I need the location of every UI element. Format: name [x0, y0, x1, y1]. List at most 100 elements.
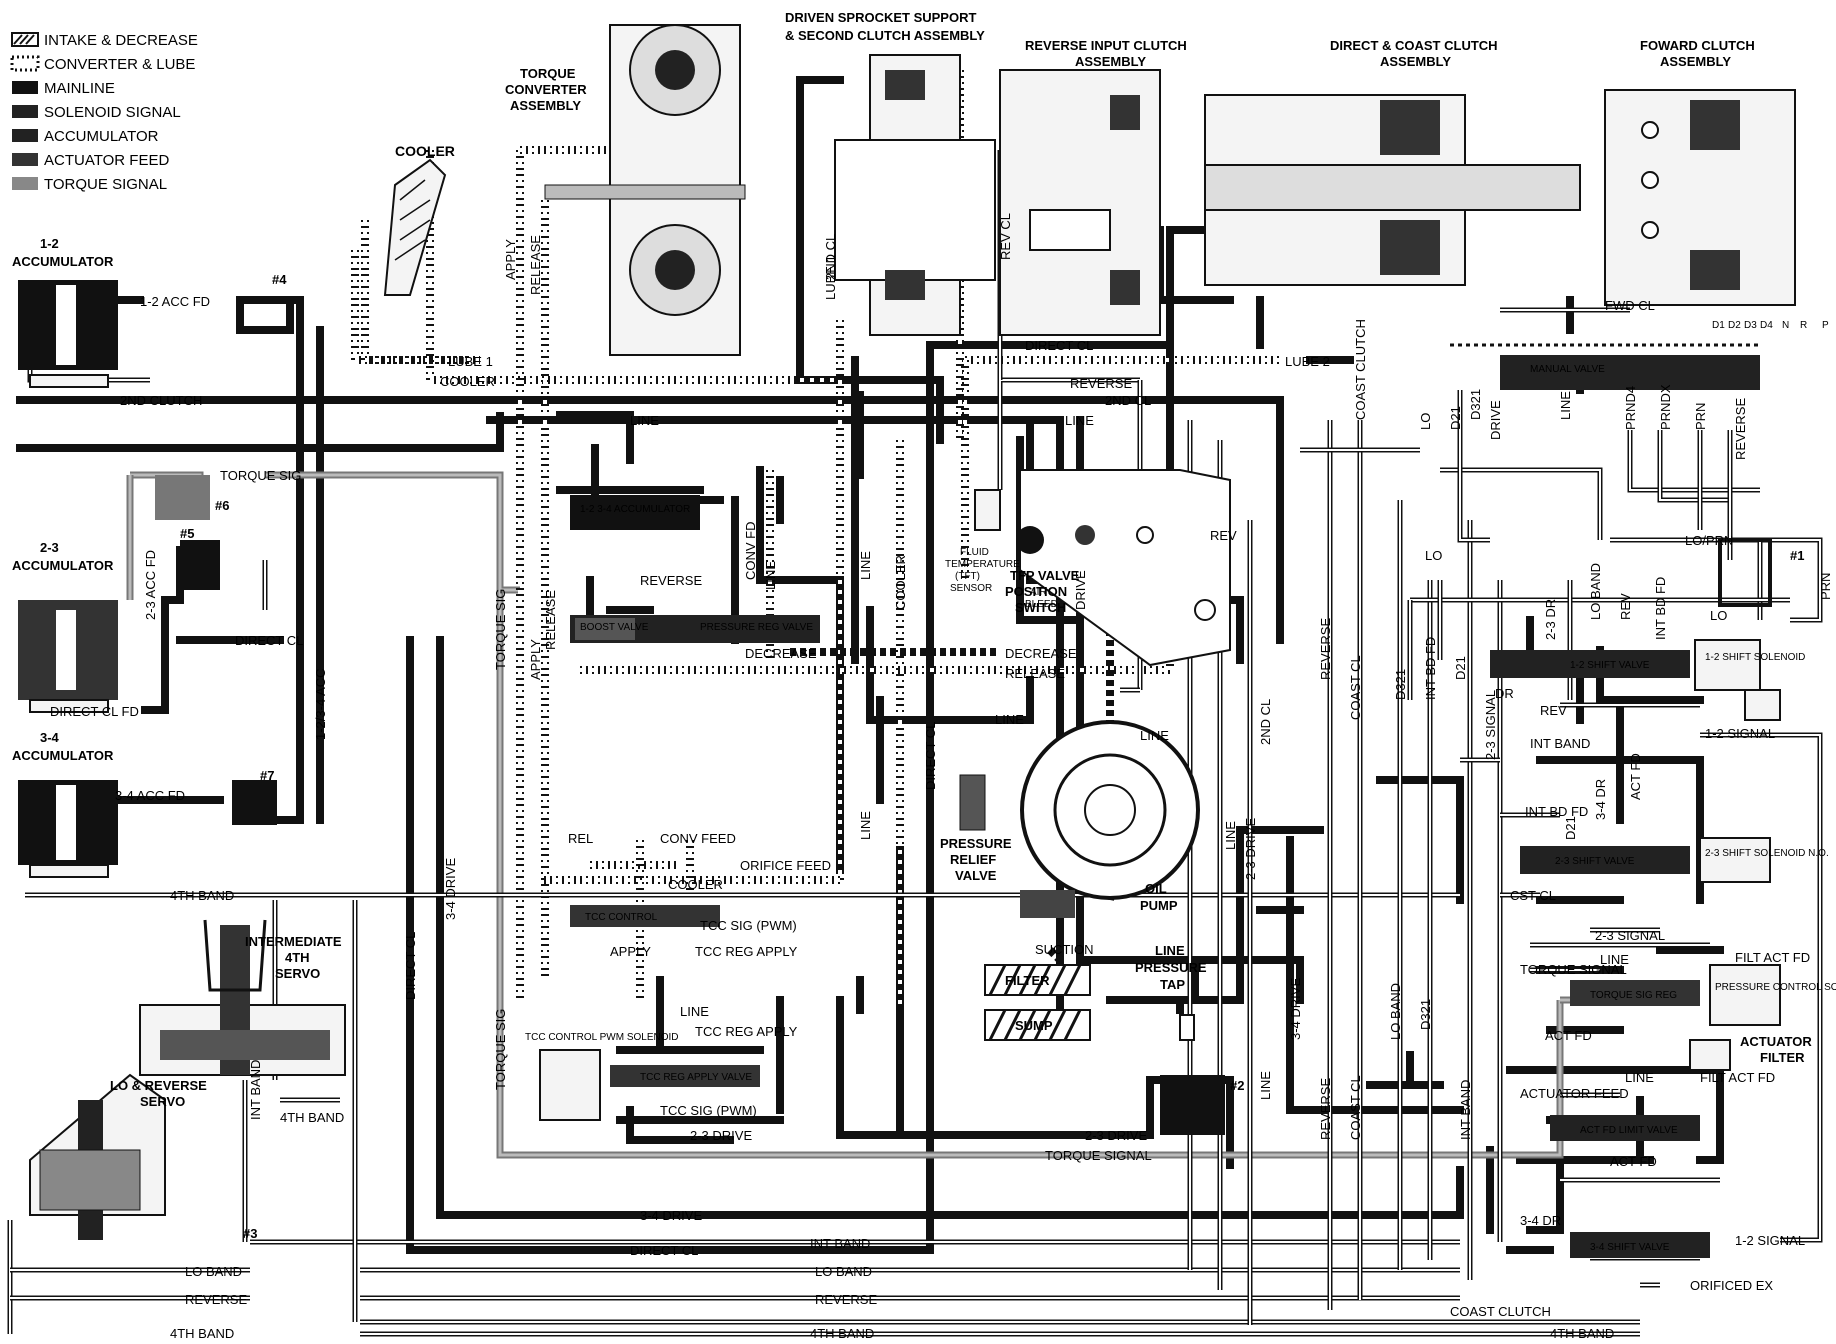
passage-line: LINE	[630, 413, 659, 428]
cooler	[383, 158, 447, 296]
label-torque-sig-reg: TORQUE SIG REG	[1590, 990, 1677, 1001]
legend-actuator: ACTUATOR FEED	[44, 152, 169, 169]
passage-direct-cl-low: DIRECT CL	[630, 1243, 698, 1258]
vlabel-d21-top: D21	[1448, 406, 1463, 430]
passage-cooler: COOLER	[440, 374, 495, 389]
passage-direct-cl: DIRECT CL	[235, 633, 303, 648]
vlabel-line-tap: LINE	[1258, 1071, 1273, 1100]
passage-lo-band-left: LO BAND	[185, 1264, 242, 1279]
passage-filt-act-fd: FILT ACT FD	[1735, 950, 1810, 965]
passage-int-bd-fd: INT BD FD	[1525, 804, 1588, 819]
passage-acc34fd: 3-4 ACC FD	[115, 788, 185, 803]
vlabel-1234acc: 1-2/3-4 ACC	[313, 668, 328, 740]
passage-lo-2: LO	[1710, 608, 1727, 623]
vlabel-int-bd-fd: INT BD FD	[1423, 637, 1438, 700]
passage-reverse-top: REVERSE	[1070, 376, 1132, 391]
label-tcc-reg-apply: TCC REG APPLY VALVE	[640, 1072, 752, 1083]
vlabel-line-mid-2: LINE	[858, 551, 873, 580]
vlabel-int-band-left: INT BAND	[248, 1060, 263, 1120]
gear-d1: D1	[1712, 320, 1725, 331]
vlabel-23drive: 2-3 DRIVE	[1243, 818, 1258, 880]
vlabel-lo-band: LO BAND	[1388, 983, 1403, 1040]
vlabel-int-band: INT BAND	[1458, 1080, 1473, 1140]
checkball-1: #1	[1790, 548, 1804, 563]
intermediate-4th-servo	[139, 919, 346, 1076]
vlabel-torque-sig-2: TORQUE SIG	[493, 1009, 508, 1090]
passage-tcc-reg-apply: TCC REG APPLY	[695, 944, 798, 959]
checkball-6: #6	[215, 498, 229, 513]
forward-clutch	[1604, 89, 1796, 306]
passage-reverse-low: REVERSE	[815, 1292, 877, 1307]
vlabel-rev-cl: REV CL	[998, 213, 1013, 260]
vlabel-prndx: PRNDX	[1658, 384, 1673, 430]
passage-orificed-ex: ORIFICED EX	[1690, 1278, 1773, 1293]
passage-line-pump: LINE	[995, 712, 1024, 727]
passage-int-band-r: INT BAND	[1530, 736, 1590, 751]
passage-release: RELEASE	[1005, 666, 1065, 681]
label-pcs: PRESSURE CONTROL SOLENOID	[1715, 982, 1836, 993]
vlabel-reverse: REVERSE	[1318, 618, 1333, 680]
actuator-filter	[1689, 1039, 1731, 1071]
vlabel-dr-34: 3-4 DR	[1593, 779, 1608, 820]
label-driven-sprocket: DRIVEN SPROCKET SUPPORT& SECOND CLUTCH A…	[785, 10, 985, 43]
passage-23drive-2: 2-3 DRIVE	[1085, 1128, 1147, 1143]
lo-reverse-servo	[29, 1073, 166, 1240]
passage-tcc-sig-2: TCC SIG (PWM)	[660, 1103, 757, 1118]
shift-valve-23	[1520, 837, 1771, 883]
vlabel-direct-cl: DIRECT CL	[923, 722, 938, 790]
vlabel-drive: DRIVE	[1073, 570, 1088, 610]
reverse-input-clutch	[999, 69, 1161, 336]
passage-torque-signal: TORQUE SIGNAL	[1045, 1148, 1152, 1163]
passage-lube2: LUBE 2	[1285, 354, 1330, 369]
vlabel-release: RELEASE	[528, 235, 543, 295]
checkball-6-housing	[155, 475, 210, 520]
passage-cst-cl: CST CL	[1510, 888, 1556, 903]
torque-sig-reg-valve	[1570, 964, 1781, 1026]
vlabel-cooler-mid: COOLER	[893, 555, 908, 610]
label-shift-12: 1-2 SHIFT VALVE	[1570, 660, 1650, 671]
passage-tcc-sig: TCC SIG (PWM)	[700, 918, 797, 933]
vlabel-int-bd-fd-r: INT BD FD	[1653, 577, 1668, 640]
passage-line-right-2: LINE	[1625, 1070, 1654, 1085]
label-filter: FILTER	[1005, 973, 1050, 988]
act-fd-limit-valve	[1550, 1115, 1700, 1141]
passage-reverse-mid: REVERSE	[640, 573, 702, 588]
label-tcc-control: TCC CONTROL	[585, 912, 658, 923]
passage-2nd-cl: 2ND CL	[1105, 393, 1151, 408]
passage-orifice-feed: ORIFICE FEED	[740, 858, 831, 873]
label-solenoid-12: 1-2 SHIFT SOLENOID	[1705, 652, 1805, 663]
vlabel-prn: PRN	[1693, 403, 1708, 430]
vlabel-d321-2: D321	[1418, 999, 1433, 1030]
checkball-5-housing	[180, 540, 220, 590]
legend-converter: CONVERTER & LUBE	[44, 56, 195, 73]
label-tcc-pwm: TCC CONTROL PWM SOLENOID	[525, 1032, 679, 1043]
tcc-reg-apply-valve	[610, 1065, 760, 1087]
vlabel-drive-top: DRIVE	[1488, 400, 1503, 440]
vlabel-23accfd: 2-3 ACC FD	[143, 550, 158, 620]
label-acc-1234: 1-2 3-4 ACCUMULATOR	[580, 504, 690, 515]
passage-torque-sig: TORQUE SIG	[220, 468, 301, 483]
label-manual-valve: MANUAL VALVE	[1530, 364, 1605, 375]
checkball-7: #7	[260, 768, 274, 783]
passage-coast-clutch: COAST CLUTCH	[1450, 1304, 1551, 1319]
vlabel-prn-right: PRN	[1818, 573, 1833, 600]
signal-passages	[7, 150, 1823, 1337]
vlabel-coast-cl: COAST CL	[1348, 655, 1363, 720]
label-sump: SUMP	[1015, 1018, 1053, 1033]
passage-12-signal-low: 1-2 SIGNAL	[1735, 1233, 1805, 1248]
vlabel-d21-r: D21	[1563, 816, 1578, 840]
torque-converter	[544, 24, 746, 356]
checkball-7-housing	[232, 780, 277, 825]
gear-d3: D3	[1744, 320, 1757, 331]
passage-line-pump-2: LINE	[1140, 728, 1169, 743]
label-suction: SUCTION	[1035, 942, 1094, 957]
passage-lo-band: LO BAND	[815, 1264, 872, 1279]
